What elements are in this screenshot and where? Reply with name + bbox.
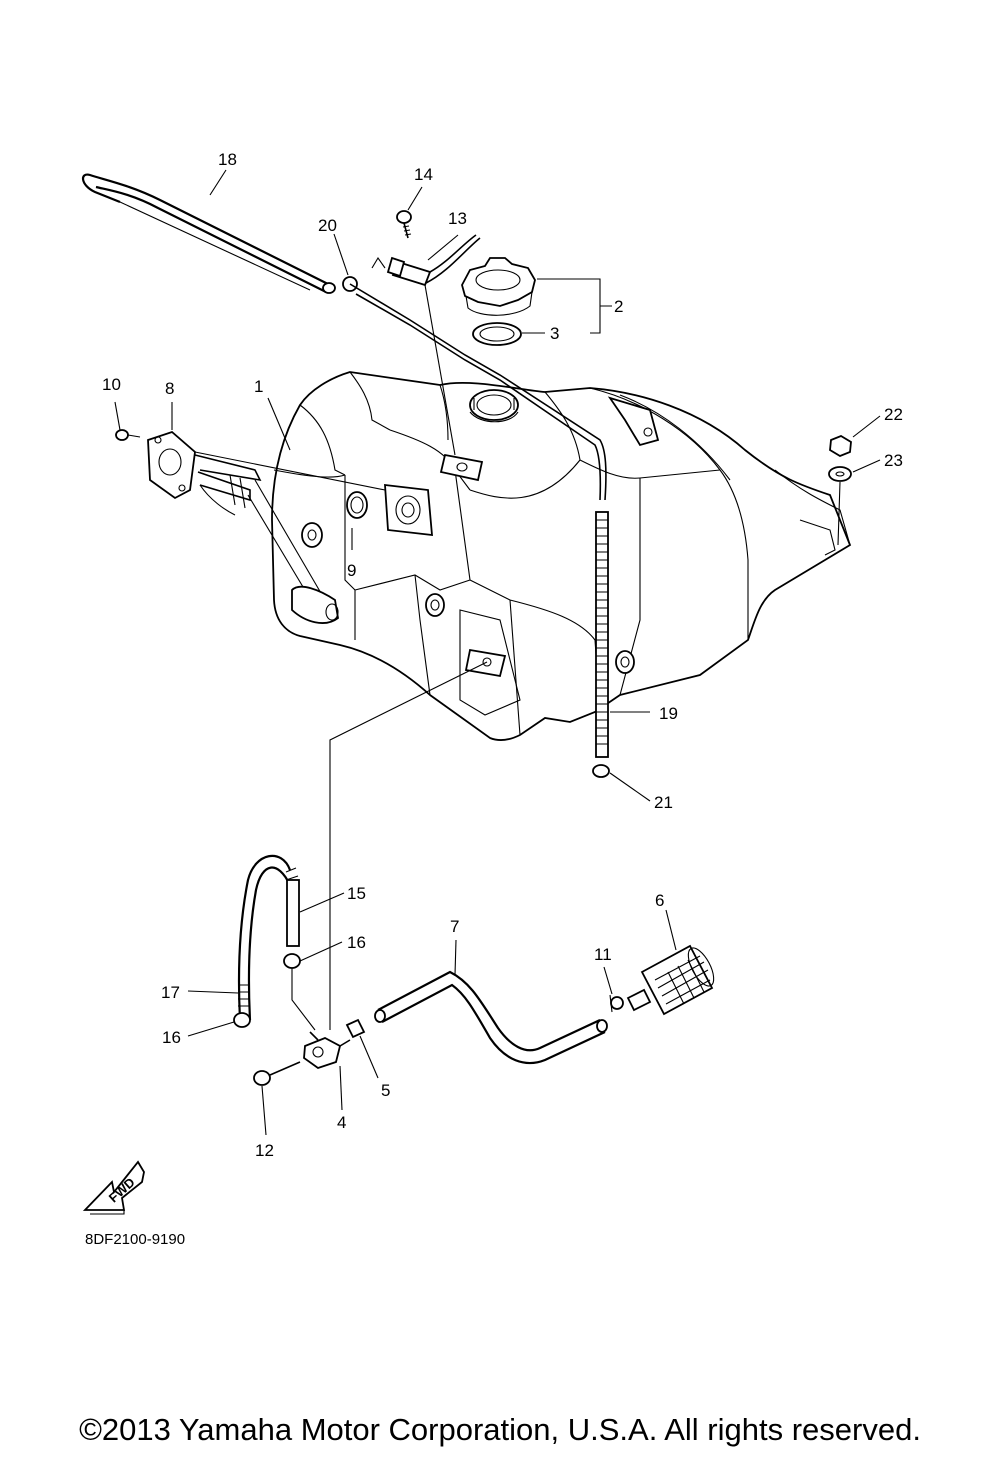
clip-16-upper[interactable] bbox=[283, 953, 301, 969]
drain-hose[interactable] bbox=[595, 511, 609, 758]
drain-clip[interactable] bbox=[592, 764, 610, 778]
pump-gasket[interactable] bbox=[346, 491, 368, 519]
callout-15: 15 bbox=[347, 884, 366, 903]
callout-20: 20 bbox=[318, 216, 337, 235]
breather-hose[interactable] bbox=[82, 173, 336, 294]
bolt-14[interactable] bbox=[396, 210, 412, 239]
hose-15[interactable] bbox=[286, 879, 300, 947]
callout-19: 19 bbox=[659, 704, 678, 723]
callout-10: 10 bbox=[102, 375, 121, 394]
collar-5[interactable] bbox=[345, 1018, 366, 1039]
leader-line bbox=[424, 284, 456, 456]
fuel-filter[interactable] bbox=[626, 944, 719, 1016]
clip-16-lower[interactable] bbox=[233, 1012, 251, 1028]
copyright-notice: ©2013 Yamaha Motor Corporation, U.S.A. A… bbox=[79, 1412, 921, 1447]
clip-11[interactable] bbox=[609, 994, 624, 1013]
callout-13: 13 bbox=[448, 209, 467, 228]
diagram-code: 8DF2100-9190 bbox=[85, 1231, 185, 1248]
callout-3: 3 bbox=[550, 324, 559, 343]
callout-21: 21 bbox=[654, 793, 673, 812]
callout-12: 12 bbox=[255, 1141, 274, 1160]
callout-11: 11 bbox=[594, 945, 612, 964]
leader-line bbox=[194, 451, 386, 491]
washer-23[interactable] bbox=[828, 466, 852, 482]
leader-line bbox=[291, 968, 316, 1031]
callout-23: 23 bbox=[884, 451, 903, 470]
callout-5: 5 bbox=[381, 1081, 390, 1100]
callout-14: 14 bbox=[414, 165, 433, 184]
callout-2: 2 bbox=[614, 297, 623, 316]
pump-screw[interactable] bbox=[115, 429, 141, 441]
fuel-cap[interactable] bbox=[461, 257, 536, 316]
vent-fitting[interactable] bbox=[371, 234, 481, 287]
fuel-pipe[interactable] bbox=[374, 970, 608, 1065]
callout-6: 6 bbox=[655, 891, 664, 910]
fwd-arrow-icon: FWD bbox=[82, 1160, 145, 1215]
callout-4: 4 bbox=[337, 1113, 346, 1132]
hose-clip[interactable] bbox=[342, 276, 607, 501]
callout-9: 9 bbox=[347, 561, 356, 580]
callout-16-upper: 16 bbox=[347, 933, 366, 952]
callout-17: 17 bbox=[161, 983, 180, 1002]
cap-gasket[interactable] bbox=[472, 322, 522, 346]
leader-line bbox=[329, 661, 488, 1030]
nut-22[interactable] bbox=[829, 434, 852, 458]
callout-16-lower: 16 bbox=[162, 1028, 181, 1047]
callout-18: 18 bbox=[218, 150, 237, 169]
callout-7: 7 bbox=[450, 917, 459, 936]
callout-8: 8 bbox=[165, 379, 174, 398]
callout-1: 1 bbox=[254, 377, 263, 396]
fuel-cock[interactable] bbox=[303, 1031, 351, 1069]
callout-leaders bbox=[114, 169, 881, 1136]
fuel-pump-plate[interactable] bbox=[147, 430, 339, 624]
fuel-tank[interactable] bbox=[271, 371, 852, 742]
bolt-12[interactable] bbox=[253, 1061, 301, 1086]
leader-line bbox=[837, 481, 841, 546]
callout-22: 22 bbox=[884, 405, 903, 424]
